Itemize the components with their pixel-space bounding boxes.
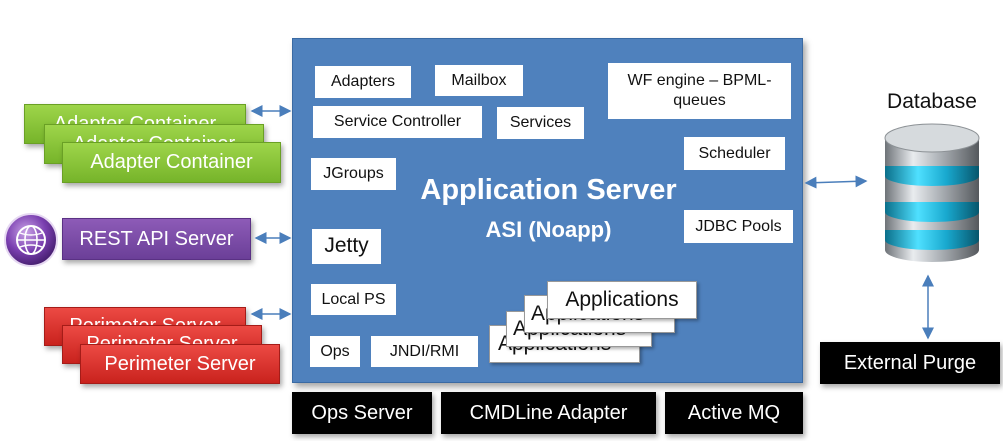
external-purge-label: External Purge bbox=[843, 351, 977, 374]
database-connector bbox=[804, 175, 868, 189]
database-icon bbox=[877, 122, 987, 264]
ops-server: Ops Server bbox=[292, 392, 432, 434]
scheduler-component: Scheduler bbox=[684, 137, 785, 170]
adapter-container-front: Adapter Container bbox=[62, 142, 281, 183]
globe-icon bbox=[3, 212, 59, 268]
rest-api-server: REST API Server bbox=[62, 218, 251, 260]
app-server-subtitle: ASI (Noapp) bbox=[485, 217, 612, 242]
active-mq: Active MQ bbox=[665, 392, 803, 434]
services-component: Services bbox=[497, 107, 584, 139]
rest-api-server-label: REST API Server bbox=[79, 227, 234, 250]
ops-server-label: Ops Server bbox=[311, 401, 413, 424]
jgroups-component: JGroups bbox=[311, 158, 396, 190]
perimeter-server-front: Perimeter Server bbox=[80, 344, 280, 384]
applications-stack-1: Applications bbox=[547, 281, 697, 319]
jndi-rmi-component: JNDI/RMI bbox=[371, 336, 478, 367]
cmdline-adapter: CMDLine Adapter bbox=[441, 392, 656, 434]
application-server: Application Server ASI (Noapp) Adapters … bbox=[292, 38, 803, 383]
mailbox-component: Mailbox bbox=[435, 65, 523, 96]
wf-engine-component: WF engine – BPML-queues bbox=[608, 63, 791, 119]
local-ps-component: Local PS bbox=[311, 284, 396, 315]
adapters-component: Adapters bbox=[315, 66, 411, 98]
perimeter-server-label: Perimeter Server bbox=[104, 352, 256, 375]
app-server-title: Application Server bbox=[420, 174, 677, 206]
service-controller-component: Service Controller bbox=[313, 106, 482, 138]
cmdline-adapter-label: CMDLine Adapter bbox=[469, 401, 628, 424]
jetty-component: Jetty bbox=[312, 229, 381, 264]
ops-component: Ops bbox=[310, 336, 360, 367]
adapter-container-label: Adapter Container bbox=[90, 151, 253, 173]
database-label: Database bbox=[887, 90, 977, 113]
active-mq-label: Active MQ bbox=[687, 401, 781, 424]
external-purge: External Purge bbox=[820, 342, 1000, 384]
jdbc-pools-component: JDBC Pools bbox=[684, 210, 793, 243]
